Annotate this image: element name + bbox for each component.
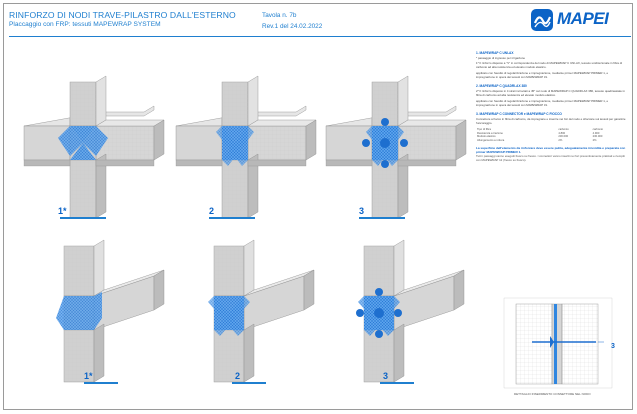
page-subtitle: Placcaggio con FRP: tessuti MAPEWRAP SYS… bbox=[9, 21, 161, 28]
figure-label-2-bottom: 2 bbox=[235, 371, 241, 381]
notes-section-2-title: 2. MAPEWRAP C QUADRI-AX 380 bbox=[476, 84, 527, 89]
figure-underline bbox=[232, 382, 266, 384]
table-row: Allungamento a rottura 2% 2% bbox=[477, 138, 597, 142]
figure-underline bbox=[84, 382, 118, 384]
revision: Rev.1 del 24.02.2022 bbox=[262, 23, 323, 30]
surface-prep-text: Tutti i passaggi vanno eseguiti fresco s… bbox=[476, 154, 625, 163]
figure-label-3-bottom: 3 bbox=[383, 371, 389, 381]
table-row: Tipo di fibra carbonio carbonio bbox=[477, 128, 603, 132]
notes-section-2-text: applicato con l'ausilio di regolarizzazi… bbox=[476, 98, 609, 107]
node-figure-2-bottom bbox=[208, 239, 315, 383]
properties-table: Tipo di fibra carbonio carbonio Resisten… bbox=[476, 128, 626, 142]
notes-section-1-text: * passaggio di ingresso per irrigazione bbox=[476, 55, 526, 60]
node-figure-3-top bbox=[325, 75, 467, 219]
mapei-logo bbox=[531, 9, 553, 31]
notes-section-3-text: Connettore a fiocco in fibra di carbonio… bbox=[476, 117, 626, 126]
detail-caption: DETTAGLIO INSERIMENTO CONNETTORE NEL NOD… bbox=[514, 392, 591, 396]
notes-section-3-title: 3. MAPEWRAP C CONNECTOR e MAPEWRAP C FIO… bbox=[476, 112, 562, 117]
surface-prep-note: La superficie dell'elemento da rinforzar… bbox=[476, 146, 626, 155]
notes-section-1-text: applicato con l'ausilio di regolarizzazi… bbox=[476, 70, 609, 79]
notes-section-2-text: 2* Il rinforzo disposto in 4 strati incr… bbox=[476, 89, 625, 98]
notes-section-1-text: 1* Il rinforzo disposto a "V" in corrisp… bbox=[476, 61, 622, 70]
header-divider bbox=[9, 36, 631, 37]
figure-label-1-bottom: 1* bbox=[84, 371, 93, 381]
table-row: Modulo elastico 230.000 230.000 bbox=[477, 135, 603, 139]
figure-underline bbox=[209, 217, 255, 219]
technical-notes: 1. MAPEWRAP C UNI-AX * passaggio di ingr… bbox=[476, 48, 626, 163]
node-figure-1-top bbox=[23, 75, 165, 219]
figure-underline bbox=[359, 217, 405, 219]
node-figure-1-bottom bbox=[56, 239, 165, 383]
figure-underline bbox=[60, 217, 106, 219]
notes-section-1-title: 1. MAPEWRAP C UNI-AX bbox=[476, 51, 514, 55]
figure-underline bbox=[380, 382, 414, 384]
connector-detail bbox=[503, 297, 613, 389]
node-figure-3-bottom bbox=[356, 239, 465, 383]
sheet-number: Tavola n. 7b bbox=[262, 12, 297, 19]
detail-label: 3 bbox=[611, 343, 615, 350]
page-title: RINFORZO DI NODI TRAVE-PILASTRO DALL'EST… bbox=[9, 10, 236, 20]
figure-label-3-top: 3 bbox=[359, 206, 365, 216]
logo-wordmark: MAPEI bbox=[557, 9, 609, 28]
table-row: Resistenza a trazione 4.800 4.900 bbox=[477, 131, 600, 135]
figure-label-1-top: 1* bbox=[58, 206, 67, 216]
node-figure-2-top bbox=[175, 75, 317, 219]
figure-label-2-top: 2 bbox=[209, 206, 215, 216]
